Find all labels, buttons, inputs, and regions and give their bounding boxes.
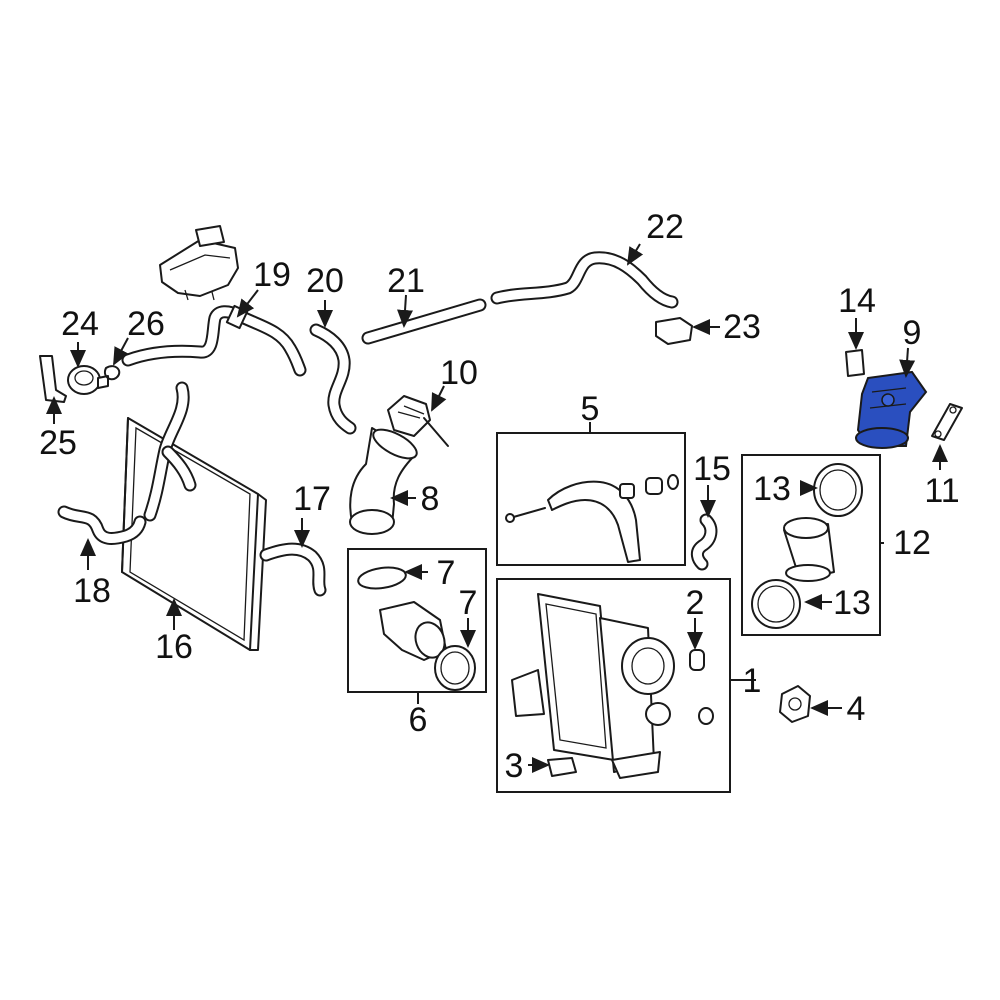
sensor-4 <box>779 685 811 723</box>
coolant-hose-17 <box>259 542 327 597</box>
coolant-hose-22 <box>490 251 679 309</box>
callout-25: 25 <box>39 424 77 462</box>
bracket-5 <box>505 474 679 563</box>
radiator-16 <box>121 417 267 651</box>
callout-9: 9 <box>903 314 922 352</box>
callout-13-bottom: 13 <box>833 584 871 622</box>
radiator-hoses <box>143 381 197 522</box>
bracket-25 <box>39 355 67 403</box>
callout-26: 26 <box>127 305 165 343</box>
coolant-reservoir <box>159 225 239 301</box>
callout-4: 4 <box>847 690 866 728</box>
callout-2: 2 <box>686 584 705 622</box>
gasket-11 <box>931 403 963 441</box>
callout-labels: 1 2 3 4 5 6 7 7 8 9 10 11 12 13 13 14 15… <box>39 208 960 785</box>
coolant-hose-20 <box>309 323 357 435</box>
callout-12: 12 <box>893 524 931 562</box>
callout-19: 19 <box>253 256 291 294</box>
callout-13-top: 13 <box>753 470 791 508</box>
leader-lines <box>46 243 948 773</box>
callout-23: 23 <box>723 308 761 346</box>
callout-14: 14 <box>838 282 876 320</box>
callout-16: 16 <box>155 628 193 666</box>
clamp-26 <box>104 365 121 381</box>
callout-3: 3 <box>505 747 524 785</box>
duct-assembly-6 <box>357 566 476 691</box>
group-box-12 <box>741 454 881 636</box>
group-box-1 <box>496 578 731 793</box>
charge-pipe-12 <box>751 463 863 629</box>
callout-20: 20 <box>306 262 344 300</box>
callout-11: 11 <box>924 472 959 510</box>
callout-15: 15 <box>693 450 731 488</box>
sensor-10 <box>387 395 449 447</box>
callout-7-top: 7 <box>437 554 456 592</box>
water-pump-24 <box>67 365 109 395</box>
filter-housing-9 <box>855 370 928 449</box>
hose-connector-23 <box>655 317 693 345</box>
callout-5: 5 <box>581 390 600 428</box>
callout-6: 6 <box>409 701 428 739</box>
o-ring <box>698 707 714 725</box>
callout-1: 1 <box>743 662 762 700</box>
callout-22: 22 <box>646 208 684 246</box>
hose-15 <box>690 513 718 571</box>
callout-7-bottom: 7 <box>459 584 478 622</box>
callout-17: 17 <box>293 480 331 518</box>
callout-18: 18 <box>73 572 111 610</box>
air-duct-8 <box>349 427 418 535</box>
coolant-hose-18 <box>57 505 147 545</box>
callout-21: 21 <box>387 262 425 300</box>
callout-8: 8 <box>421 480 440 518</box>
callout-24: 24 <box>61 305 99 343</box>
mount-3 <box>547 757 577 777</box>
seal-2 <box>689 649 705 671</box>
coolant-pipe-21 <box>361 298 487 345</box>
intercooler-1 <box>511 593 675 779</box>
sensor-14 <box>845 349 865 377</box>
callout-10: 10 <box>440 354 478 392</box>
